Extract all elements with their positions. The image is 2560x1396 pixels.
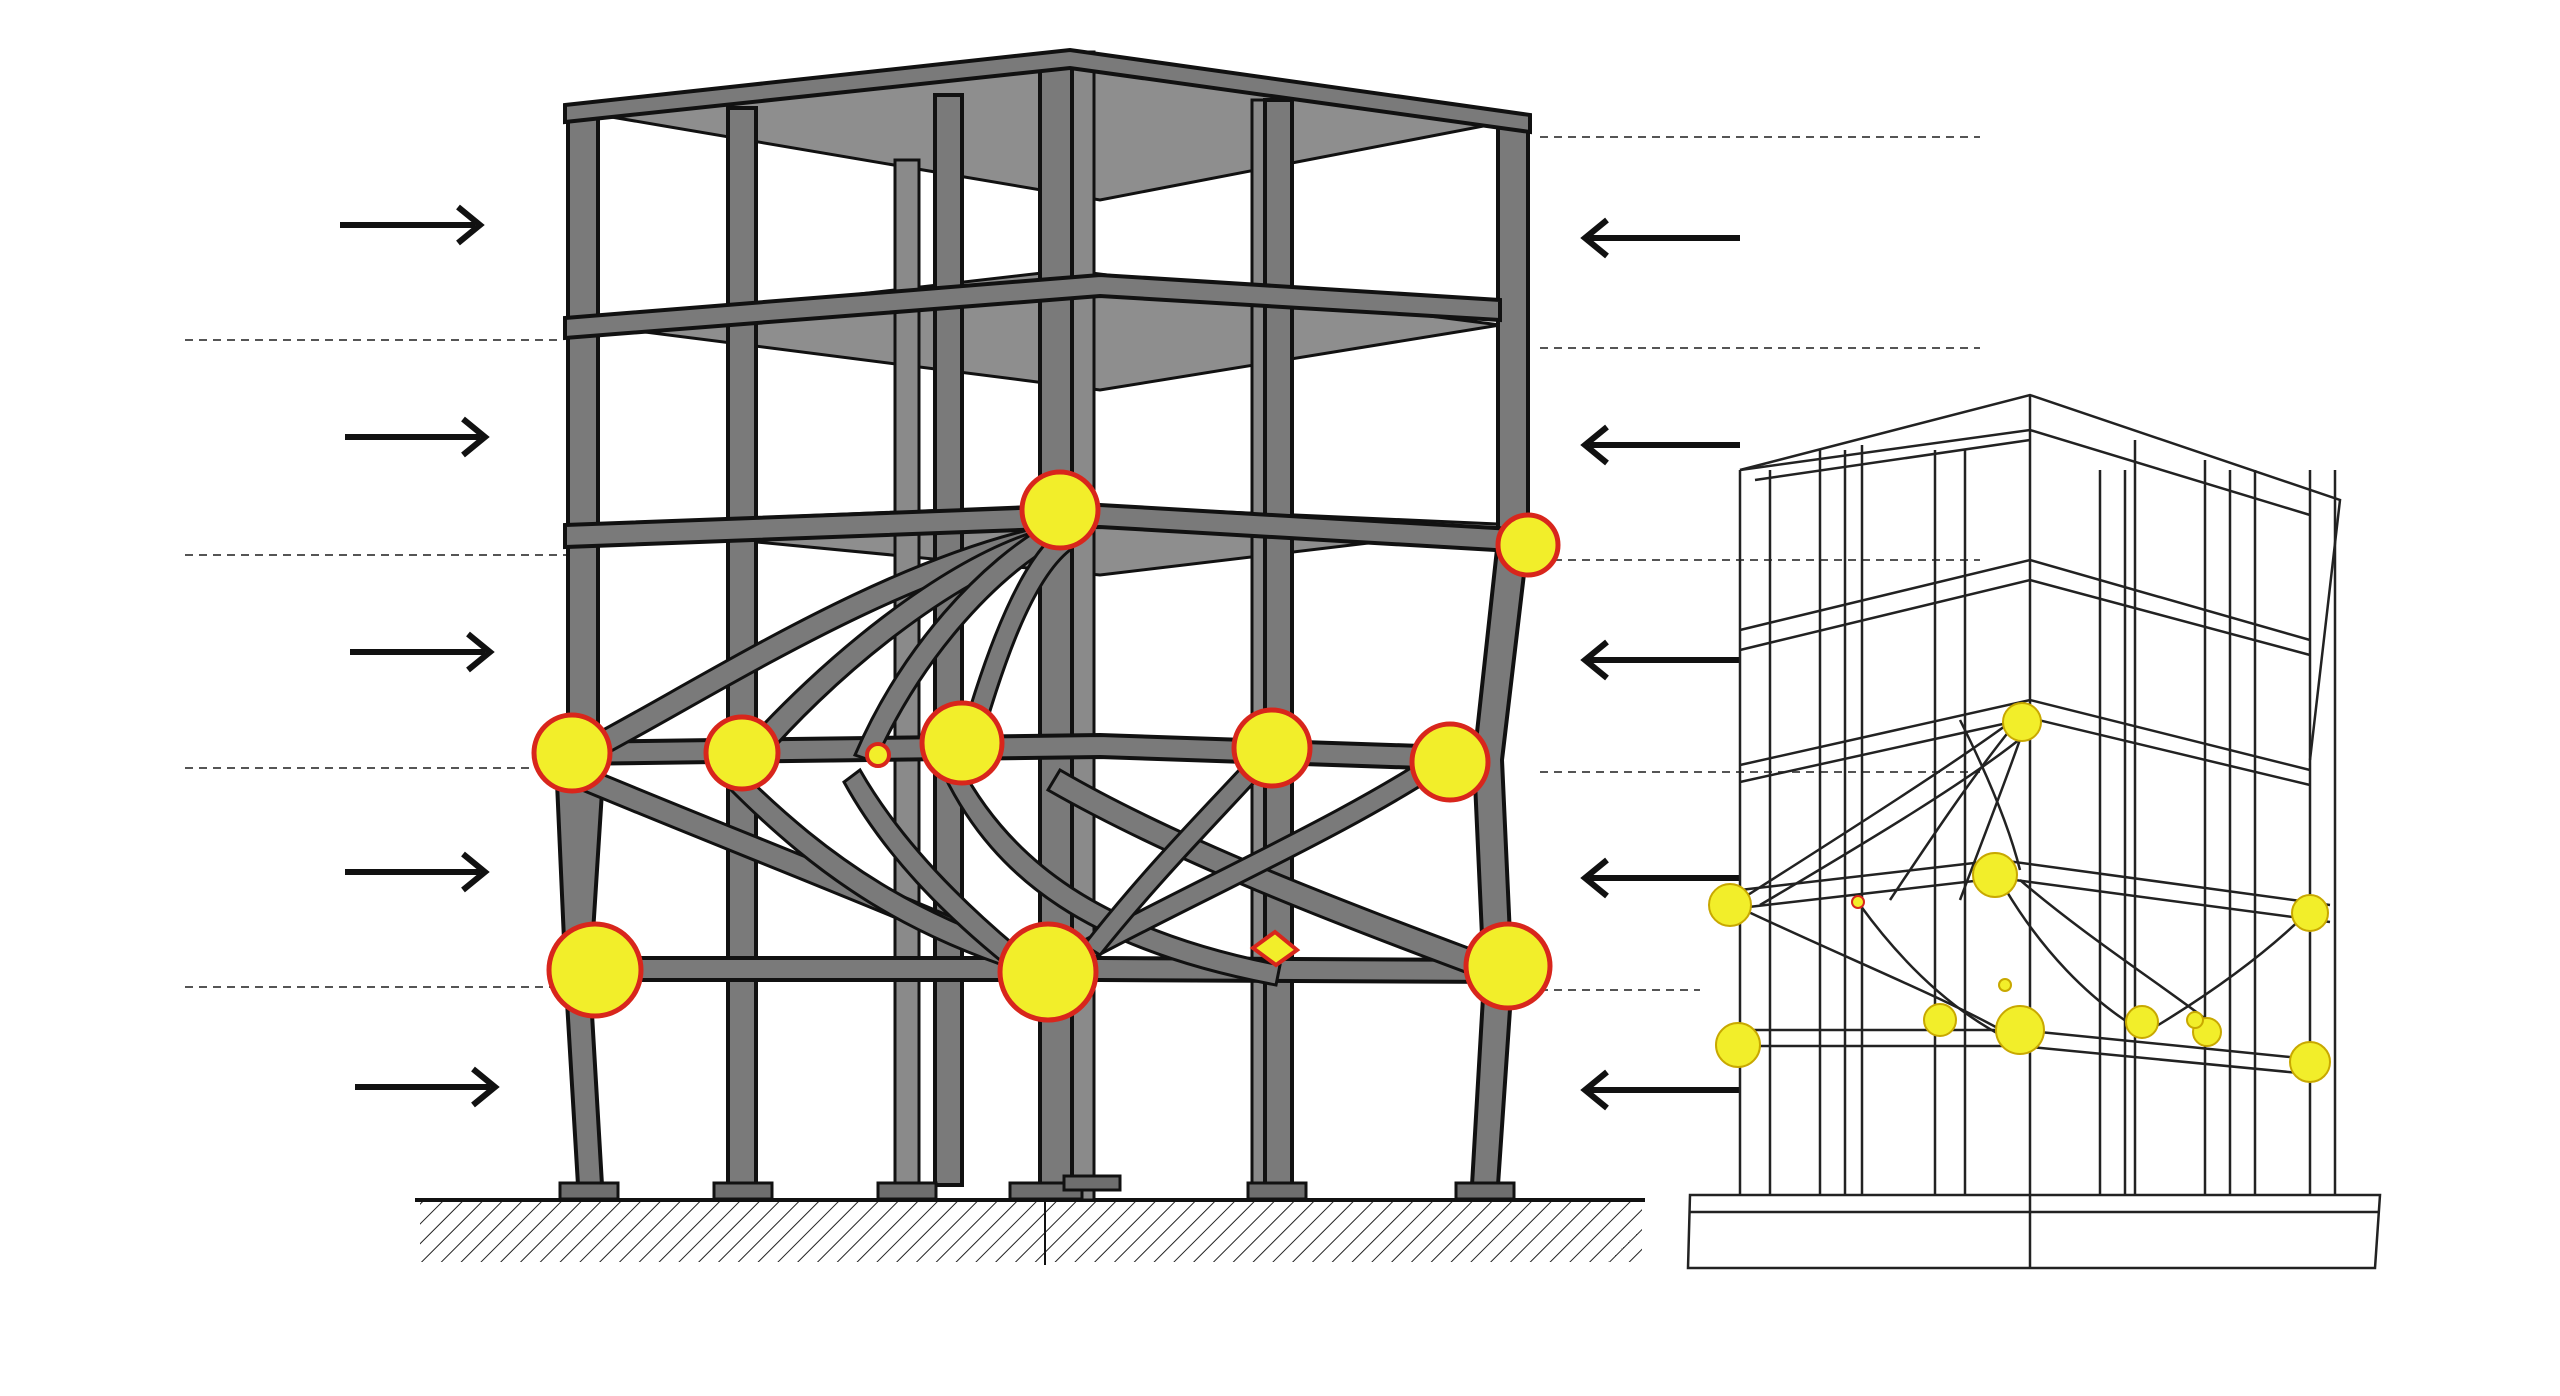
arrow-head [1580,217,1609,259]
plastic-hinge [531,712,613,794]
plastic-hinge-small [1998,978,2012,992]
roof-front [1739,428,2311,517]
sketch-brace [1888,729,2011,901]
plastic-hinge-small [1851,895,1865,909]
plastic-hinge-small [1249,929,1301,968]
plastic-hinge [1495,512,1561,578]
brace [1081,749,1273,957]
left-frame [531,47,1561,1202]
roof-beam [563,47,1532,135]
plastic-hinge [1972,852,2018,898]
plastic-hinge [2125,1005,2159,1039]
sketch-brace [1739,906,2011,1037]
sketch-brace [1858,904,2011,1042]
arrow-head [456,204,485,246]
column-front [1469,113,1530,1187]
level-line [1739,876,2331,924]
roof-back [1754,438,2031,482]
plastic-hinge [1715,1022,1761,1068]
sketch-brace [1958,719,2022,871]
arrow-head [461,416,490,458]
base-plate [1062,1174,1122,1192]
base-plate [1454,1181,1516,1201]
brace [942,762,1282,987]
ground-base [415,1198,1645,1265]
arrow-head [471,1066,500,1108]
plastic-hinge [1923,1003,1957,1037]
plastic-hinge [703,714,781,792]
level-line [1739,558,2311,642]
arrow-head [1580,639,1609,681]
base-plate [712,1181,774,1201]
plastic-hinge [919,700,1005,786]
plastic-hinges-left [531,469,1561,1023]
sketch-brace [1739,713,2021,902]
arrow-head [1580,857,1609,899]
plastic-hinge [2002,702,2042,742]
roof-outline [1739,393,2342,761]
plastic-hinge [1019,469,1101,551]
plastic-hinge [1409,721,1491,803]
lateral-load-arrows-left [340,204,500,1108]
right-frame-sketch [1686,393,2382,1270]
plastic-hinge [546,921,644,1019]
arrow-head [466,631,495,673]
arrow-head [461,851,490,893]
plastic-hinges-right [1708,702,2331,1083]
base-plate [876,1181,938,1201]
arrow-head [1580,1069,1609,1111]
sketch-brace [2149,909,2311,1032]
foundation-block [1686,1193,2382,1270]
arrow-head [1580,424,1609,466]
lateral-load-arrows-right [1580,217,1740,1111]
base-plate [1246,1181,1308,1201]
sketch-brace [1998,879,2141,1032]
sketch-columns [1738,450,2337,1195]
plastic-hinge [997,921,1099,1023]
column-front [1263,98,1294,1187]
plastic-hinge [1708,883,1752,927]
ground-hatch [420,1200,1642,1262]
plastic-hinge-small [865,742,891,768]
sketch-brace [1759,734,2026,907]
plastic-hinge [1463,921,1553,1011]
beam-level-5 [563,272,1502,341]
plastic-hinge [1231,707,1313,789]
column-front [553,106,607,1187]
beam-level-3 [563,732,1482,773]
base-plates [558,1174,1516,1201]
level-line [1739,578,2311,657]
story-guide-lines [185,136,1980,991]
plastic-hinge [1995,1005,2045,1055]
plastic-hinge [2289,1041,2331,1083]
plastic-hinge [2291,894,2329,932]
plastic-hinge-small [2186,1011,2204,1029]
diagonal-braces [567,517,1502,987]
base-plate [558,1181,620,1201]
